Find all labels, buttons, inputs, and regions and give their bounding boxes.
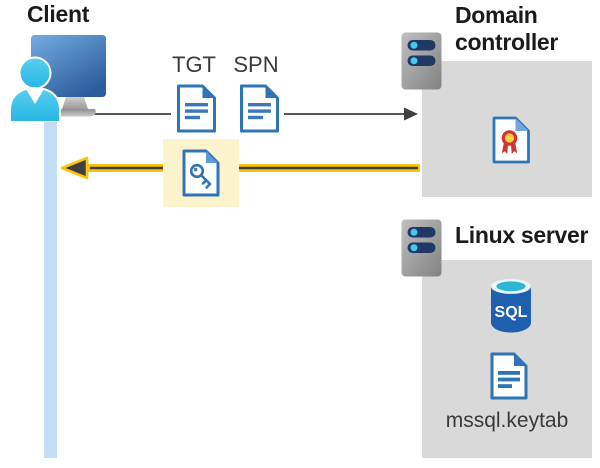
service-ticket-response-arrow [60,156,420,180]
key-ticket-document-icon [182,149,220,197]
folded-corner [206,151,218,163]
rosette [501,130,518,146]
client-timeline-bar [44,93,57,458]
linux-server-icon [401,219,442,277]
sql-database-icon: SQL [491,279,531,333]
person-collar [26,89,44,104]
monitor-icon [31,35,106,97]
person-body-icon [9,86,61,122]
request-arrowhead-icon [404,107,418,121]
user-with-monitor-icon [9,35,106,122]
response-arrowhead-icon [60,156,89,180]
keytab-file-icon [490,352,528,400]
monitor-stand-neck [62,97,88,109]
domain-controller-label: Domain controller [455,2,559,55]
client-label: Client [27,1,90,27]
keytab-filename-label: mssql.keytab [445,409,569,432]
spn-label: SPN [233,52,279,77]
person-head-icon [18,56,52,90]
certificate-icon [492,116,530,164]
linux-server-label: Linux server [455,222,589,248]
folded-corner [265,86,278,98]
folded-corner [514,354,526,366]
spn-document-icon [240,84,279,133]
folded-corner [202,86,215,98]
tgt-document-icon [177,84,216,133]
domain-controller-server-icon [401,32,442,90]
tgt-label: TGT [172,52,216,77]
monitor-stand-base [54,109,96,117]
folded-corner [515,118,529,131]
sql-badge-text: SQL [495,304,528,321]
key-icon [189,163,205,179]
